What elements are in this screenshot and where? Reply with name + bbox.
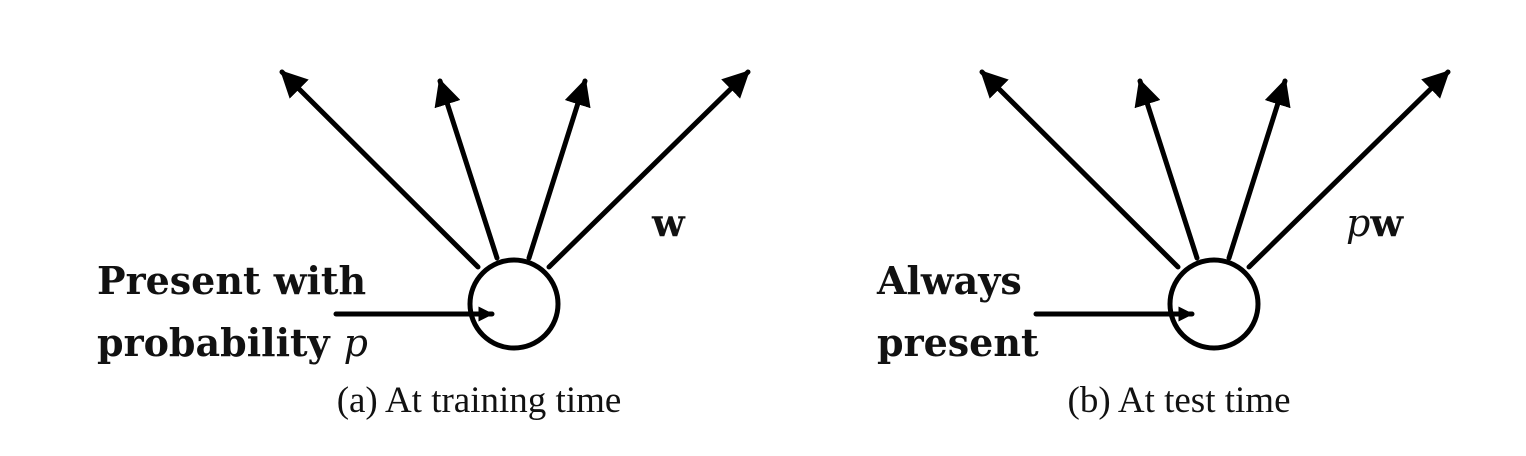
unit-circle (467, 257, 561, 351)
caption-test: (b) At test time (1068, 380, 1291, 421)
output-edge-4 (546, 69, 751, 270)
input-label-line1: Always (876, 258, 1022, 303)
input-label-line2: present (877, 320, 1039, 365)
input-label-line1: Present with (97, 258, 366, 303)
output-edge-2 (1134, 78, 1200, 261)
panel-test: pw Always present (b) At test time (876, 69, 1451, 421)
weight-label: w (651, 200, 686, 245)
output-edge-2 (434, 78, 500, 261)
output-edge-3 (1226, 78, 1291, 261)
output-edge-1 (279, 69, 481, 270)
output-edge-3 (526, 78, 591, 261)
caption-training: (a) At training time (337, 380, 622, 421)
output-edge-1 (979, 69, 1181, 270)
unit-circle (1167, 257, 1261, 351)
weight-label: pw (1346, 200, 1404, 245)
output-edge-4 (1246, 69, 1451, 270)
